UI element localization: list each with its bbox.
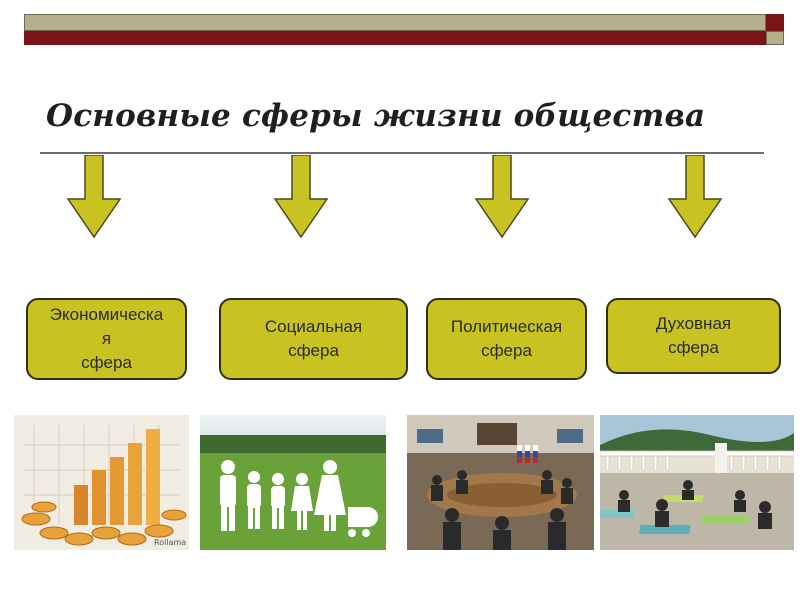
- government-meeting-image: [407, 415, 594, 550]
- yoga-class-image: [600, 415, 794, 550]
- watermark-text: Rollama: [154, 538, 186, 547]
- sphere-political-box: Политическая сфера: [426, 298, 587, 380]
- header-bar-olive: [24, 14, 766, 31]
- down-arrow-icon: [66, 155, 122, 239]
- down-arrow-icon: [474, 155, 530, 239]
- down-arrow-icon: [273, 155, 329, 239]
- sphere-spiritual-box: Духовная сфера: [606, 298, 781, 374]
- economy-coins-chart-image: Rollama: [14, 415, 189, 550]
- header-corner-olive: [766, 31, 784, 45]
- down-arrow-icon: [667, 155, 723, 239]
- sphere-social-box: Социальная сфера: [219, 298, 408, 380]
- page-title: Основные сферы жизни общества: [46, 98, 706, 134]
- header-bar-red: [24, 31, 766, 45]
- sphere-economic-box: Экономическа я сфера: [26, 298, 187, 380]
- family-silhouettes-image: [200, 415, 386, 550]
- title-underline: [40, 152, 764, 154]
- header-corner-red: [766, 14, 784, 31]
